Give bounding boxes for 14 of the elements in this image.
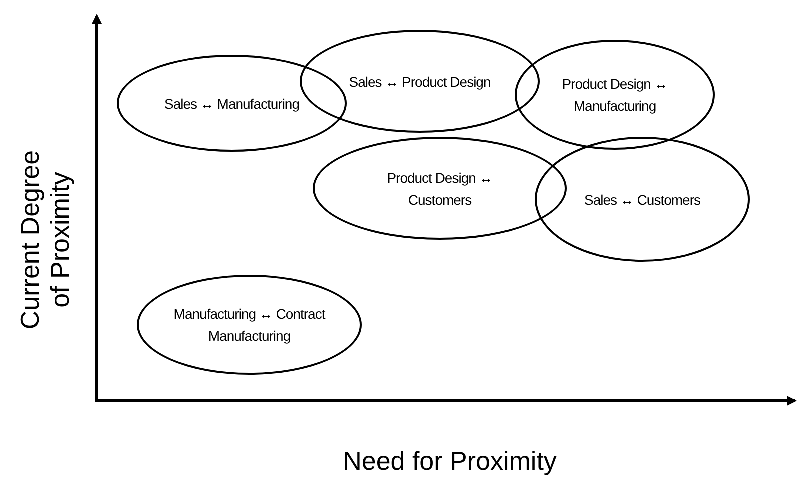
ellipse: [515, 40, 715, 150]
ellipse-label: Sales ↔ Manufacturing: [164, 94, 300, 114]
ellipse: [300, 30, 540, 133]
ellipse: [137, 275, 362, 375]
ellipse: [535, 137, 750, 262]
ellipse-label: Product Design ↔ Manufacturing: [561, 75, 669, 116]
ellipse-label: Product Design ↔ Customers: [386, 168, 494, 210]
y-axis-title: Current Degree of Proximity: [15, 149, 75, 332]
ellipse: [313, 137, 567, 240]
ellipse: [117, 55, 347, 152]
ellipse-label: Manufacturing ↔ Contract Manufacturing: [172, 305, 327, 346]
ellipse-label: Sales ↔ Customers: [584, 190, 700, 210]
ellipse-label: Sales ↔ Product Design: [349, 72, 491, 92]
x-axis-title: Need for Proximity: [343, 445, 557, 477]
